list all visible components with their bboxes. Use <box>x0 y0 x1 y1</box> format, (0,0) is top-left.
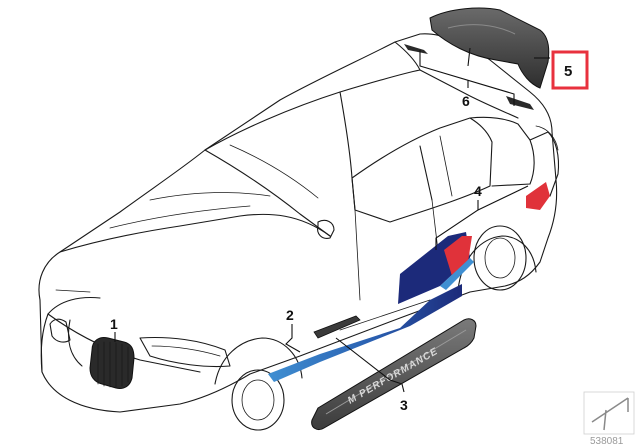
roof-spoiler-end-caps <box>404 44 534 110</box>
diagram-id-corner: 538081 <box>583 391 635 447</box>
callout-1: 1 <box>110 316 118 332</box>
callout-4: 4 <box>474 183 482 199</box>
callout-6: 6 <box>462 93 470 109</box>
car-body <box>38 33 560 431</box>
leader-lines <box>114 47 550 393</box>
stripe-red-rear <box>526 182 550 210</box>
callout-5-highlight-box <box>551 50 589 90</box>
callout-5: 5 <box>564 63 572 80</box>
side-stripes <box>268 182 550 382</box>
stripe-light-edge <box>440 258 474 290</box>
diagram-number: 538081 <box>590 436 624 447</box>
callout-2: 2 <box>286 307 294 323</box>
roof-spoiler <box>429 7 550 89</box>
callout-labels: 1 2 3 4 6 5 <box>110 50 589 413</box>
corner-arrow-icon <box>591 397 629 431</box>
door-sill-on-car <box>313 315 361 339</box>
callout-3: 3 <box>400 397 408 413</box>
sill-plate-logo-text: M PERFORMANCE <box>346 346 440 407</box>
kidney-grille <box>89 337 135 389</box>
stripe-long-blue <box>268 284 462 382</box>
stripe-red-front <box>444 236 472 276</box>
door-sill-plate: M PERFORMANCE <box>311 318 477 431</box>
